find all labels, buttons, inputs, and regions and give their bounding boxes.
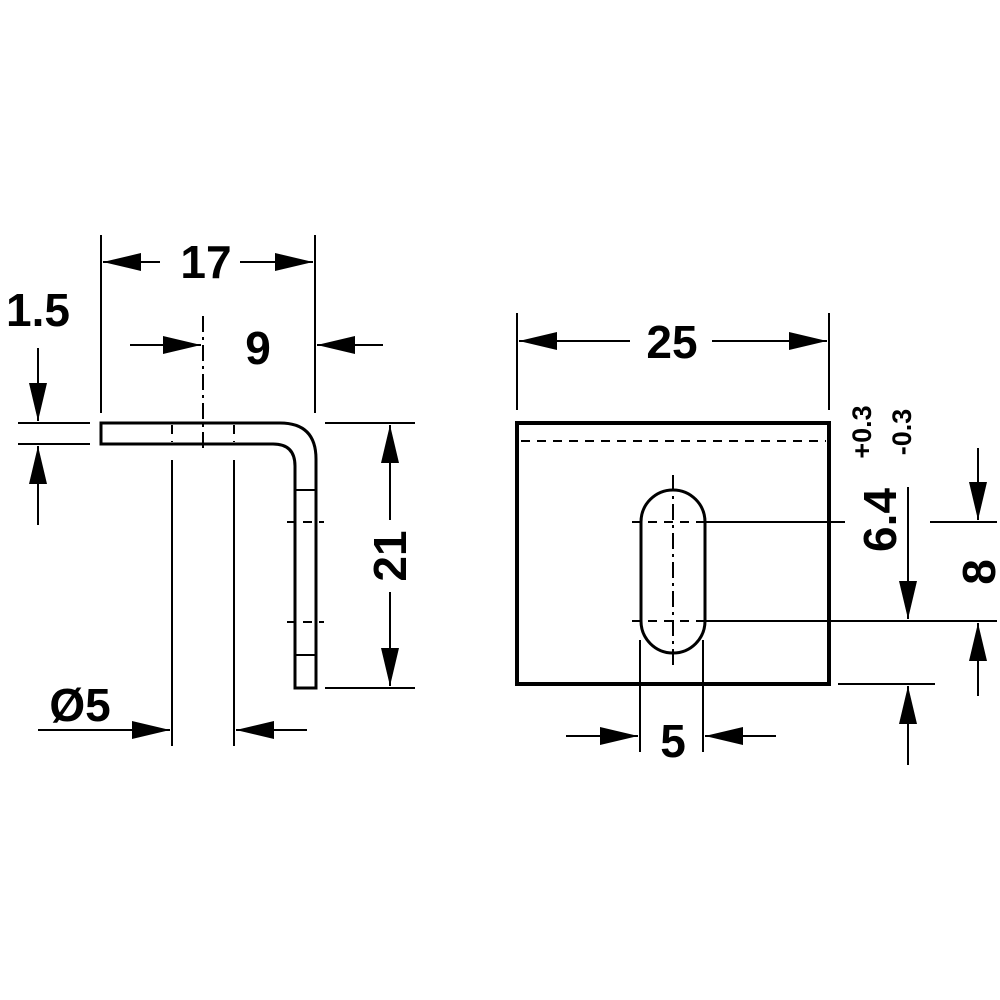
- dim-9-label: 9: [245, 322, 271, 374]
- dimension-8: 8: [930, 448, 1000, 696]
- front-view: 25 5 6.4 +0.3 -0.3: [515, 313, 1000, 767]
- dim-17-label: 17: [180, 236, 231, 288]
- bracket-profile: [99, 421, 318, 690]
- dimension-9: 9: [130, 316, 383, 452]
- dimension-6-4: 6.4 +0.3 -0.3: [838, 405, 935, 765]
- dim-diameter-label: Ø5: [49, 679, 110, 731]
- dim-6-4-label: 6.4: [854, 488, 906, 552]
- dim-8-label: 8: [953, 559, 1000, 585]
- dim-5-label: 5: [660, 715, 686, 767]
- tolerance-plus-label: +0.3: [847, 405, 877, 458]
- dimension-21: 21: [325, 422, 416, 689]
- dimension-17: 17: [100, 235, 316, 413]
- dimension-5: 5: [566, 640, 776, 767]
- plate-outline: [515, 421, 831, 686]
- dim-1-5-label: 1.5: [6, 284, 70, 336]
- dim-21-label: 21: [364, 530, 416, 581]
- dim-25-label: 25: [646, 316, 697, 368]
- tolerance-minus-label: -0.3: [887, 409, 917, 456]
- dimension-1-5: 1.5: [6, 284, 90, 525]
- dimension-25: 25: [516, 313, 830, 410]
- dimension-diameter-5: Ø5: [38, 460, 307, 746]
- side-view: 17 9 1.5 Ø5: [6, 235, 416, 746]
